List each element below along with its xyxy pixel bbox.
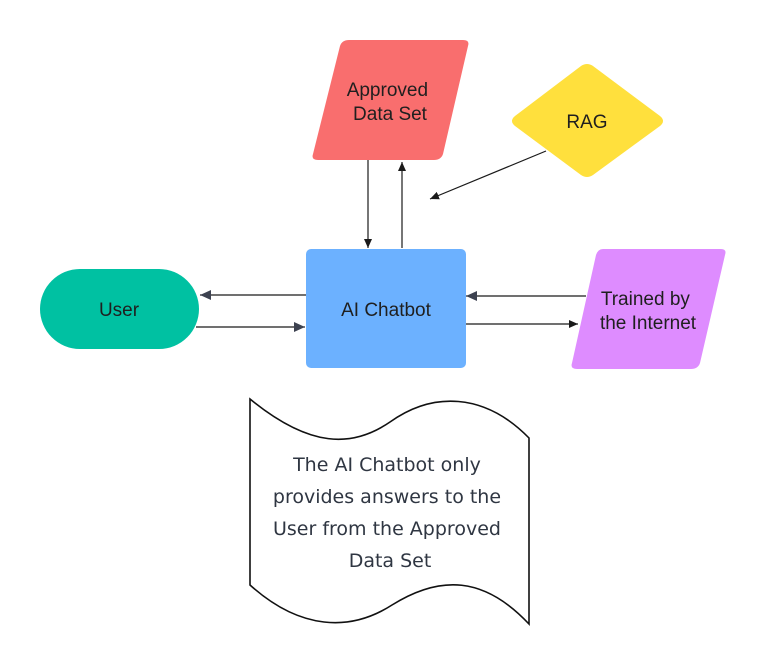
note-document: The AI Chatbot only provides answers to … bbox=[249, 397, 530, 627]
rag-shape bbox=[512, 64, 663, 177]
note-text-line-4: Data Set bbox=[349, 550, 432, 572]
rag-label: RAG bbox=[566, 112, 607, 133]
rag-node[interactable]: RAG bbox=[512, 64, 663, 177]
approved-data-set-label-line-1: Approved bbox=[347, 80, 428, 101]
trained-by-internet-node[interactable]: Trained by the Internet bbox=[571, 249, 726, 369]
note-document-shape bbox=[249, 397, 530, 627]
user-shape bbox=[40, 269, 199, 349]
trained-by-internet-label: Trained by the Internet bbox=[600, 289, 697, 334]
note-text-line-3: User from the Approved bbox=[273, 518, 501, 540]
note-text-line-1: The AI Chatbot only bbox=[292, 454, 481, 476]
note-text: The AI Chatbot only provides answers to … bbox=[273, 454, 507, 572]
ai-chatbot-shape bbox=[306, 249, 466, 368]
ai-chatbot-node[interactable]: AI Chatbot bbox=[306, 249, 466, 368]
note-text-line-2: provides answers to the bbox=[273, 486, 501, 508]
user-node[interactable]: User bbox=[40, 269, 199, 349]
edges bbox=[196, 150, 586, 332]
edge-rag-to-chatbot bbox=[429, 150, 547, 200]
trained-by-internet-label-line-1: Trained by bbox=[601, 289, 691, 310]
approved-data-set-label: Approved Data Set bbox=[347, 80, 434, 125]
approved-data-set-node[interactable]: Approved Data Set bbox=[312, 40, 469, 160]
approved-data-set-label-line-2: Data Set bbox=[353, 104, 428, 125]
trained-by-internet-label-line-2: the Internet bbox=[600, 313, 697, 334]
ai-chatbot-label: AI Chatbot bbox=[341, 300, 431, 321]
user-label: User bbox=[99, 300, 140, 321]
trained-by-internet-shape bbox=[571, 249, 726, 369]
approved-data-set-shape bbox=[312, 40, 469, 160]
